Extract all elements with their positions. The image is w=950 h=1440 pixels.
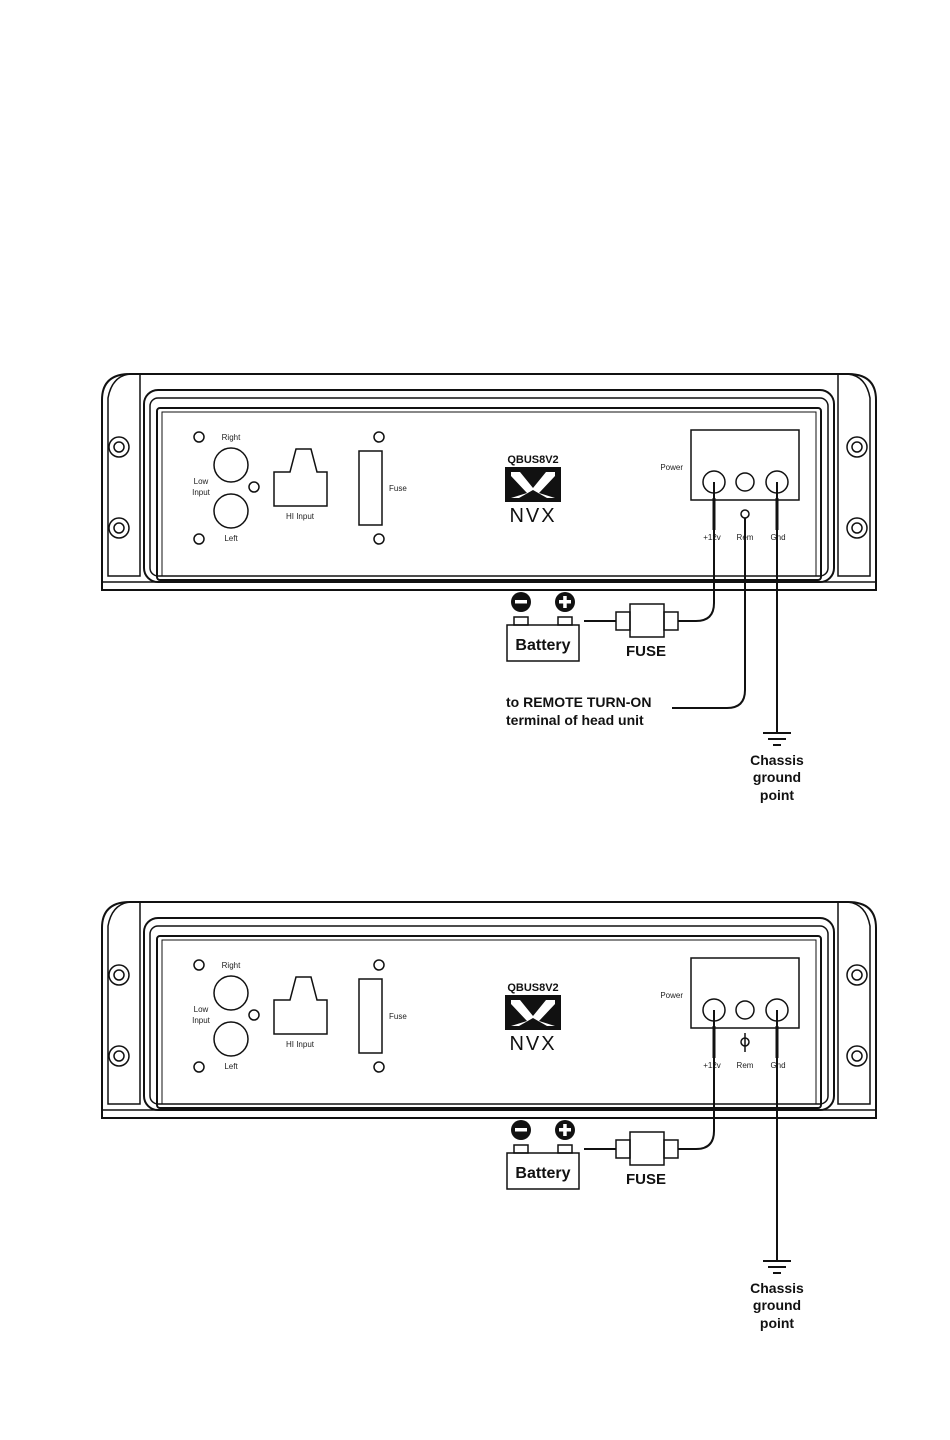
label-left: Left xyxy=(224,534,238,543)
mounting-screw xyxy=(847,437,867,457)
ground-label-line-1: Chassis xyxy=(750,752,804,768)
rca-right-jack xyxy=(214,976,248,1010)
label-input: Input xyxy=(192,1016,211,1025)
label-right: Right xyxy=(222,961,241,970)
diagram-2: Right Low Input Left HI Input Fuse QBUS8… xyxy=(102,902,876,1331)
diagram-1: Right Low Input Left HI Input Fuse QBUS8… xyxy=(102,374,876,803)
label-fuse: Fuse xyxy=(389,1012,407,1021)
rca-right-jack xyxy=(214,448,248,482)
label-fuse: Fuse xyxy=(389,484,407,493)
fuse-label: FUSE xyxy=(626,643,666,660)
hi-input-connector: HI Input xyxy=(274,449,327,521)
amplifier-housing xyxy=(102,902,876,1118)
terminal-rem xyxy=(736,1001,754,1019)
mounting-screw xyxy=(109,518,129,538)
label-input: Input xyxy=(192,488,211,497)
label-rem: Rem xyxy=(737,1061,754,1070)
mounting-screw xyxy=(847,1046,867,1066)
label-12v: +12v xyxy=(703,533,721,542)
ground-label-line-3: point xyxy=(760,1315,795,1331)
ground-symbol-icon xyxy=(763,733,791,745)
battery-label: Battery xyxy=(515,637,570,654)
nvx-logo: QBUS8V2 NVX xyxy=(505,982,561,1055)
ground-symbol-icon xyxy=(763,1261,791,1273)
battery: Battery xyxy=(507,592,579,661)
label-left: Left xyxy=(224,1062,238,1071)
wire-remote xyxy=(672,518,745,708)
wire-12v xyxy=(678,482,714,621)
model-name: QBUS8V2 xyxy=(507,982,558,994)
low-input-section: Right Low Input Left xyxy=(192,432,259,544)
rca-left-jack xyxy=(214,1022,248,1056)
label-right: Right xyxy=(222,433,241,442)
label-hi-input: HI Input xyxy=(286,512,315,521)
rca-left-jack xyxy=(214,494,248,528)
low-input-section: Right Low Input Left xyxy=(192,960,259,1072)
hi-input-connector: HI Input xyxy=(274,977,327,1049)
ground-label-line-1: Chassis xyxy=(750,1280,804,1296)
onboard-fuse-holder: Fuse xyxy=(359,960,407,1072)
chassis-ground-label: Chassis ground point xyxy=(750,752,804,803)
label-power: Power xyxy=(660,463,683,472)
label-hi-input: HI Input xyxy=(286,1040,315,1049)
inline-fuse: FUSE xyxy=(616,1132,678,1188)
mounting-screw xyxy=(847,518,867,538)
nvx-logo: QBUS8V2 NVX xyxy=(505,454,561,527)
ground-label-line-2: ground xyxy=(753,769,801,785)
wire-12v xyxy=(678,1010,714,1149)
remote-turn-on-label: to REMOTE TURN-ON terminal of head unit xyxy=(506,694,651,728)
label-power: Power xyxy=(660,991,683,1000)
brand-name: NVX xyxy=(509,505,556,527)
ground-label-line-3: point xyxy=(760,787,795,803)
inline-fuse: FUSE xyxy=(616,604,678,660)
terminal-rem xyxy=(736,473,754,491)
fuse-label: FUSE xyxy=(626,1171,666,1188)
model-name: QBUS8V2 xyxy=(507,454,558,466)
onboard-fuse-holder: Fuse xyxy=(359,432,407,544)
label-low: Low xyxy=(194,477,209,486)
amplifier-housing xyxy=(102,374,876,590)
remote-label-line-2: terminal of head unit xyxy=(506,712,644,728)
mounting-screw xyxy=(109,437,129,457)
ground-label-line-2: ground xyxy=(753,1297,801,1313)
label-low: Low xyxy=(194,1005,209,1014)
battery-label: Battery xyxy=(515,1165,570,1182)
mounting-screw xyxy=(109,1046,129,1066)
chassis-ground-label: Chassis ground point xyxy=(750,1280,804,1331)
battery: Battery xyxy=(507,1120,579,1189)
label-12v: +12v xyxy=(703,1061,721,1070)
brand-name: NVX xyxy=(509,1033,556,1055)
mounting-screw xyxy=(847,965,867,985)
remote-label-line-1: to REMOTE TURN-ON xyxy=(506,694,651,710)
mounting-screw xyxy=(109,965,129,985)
